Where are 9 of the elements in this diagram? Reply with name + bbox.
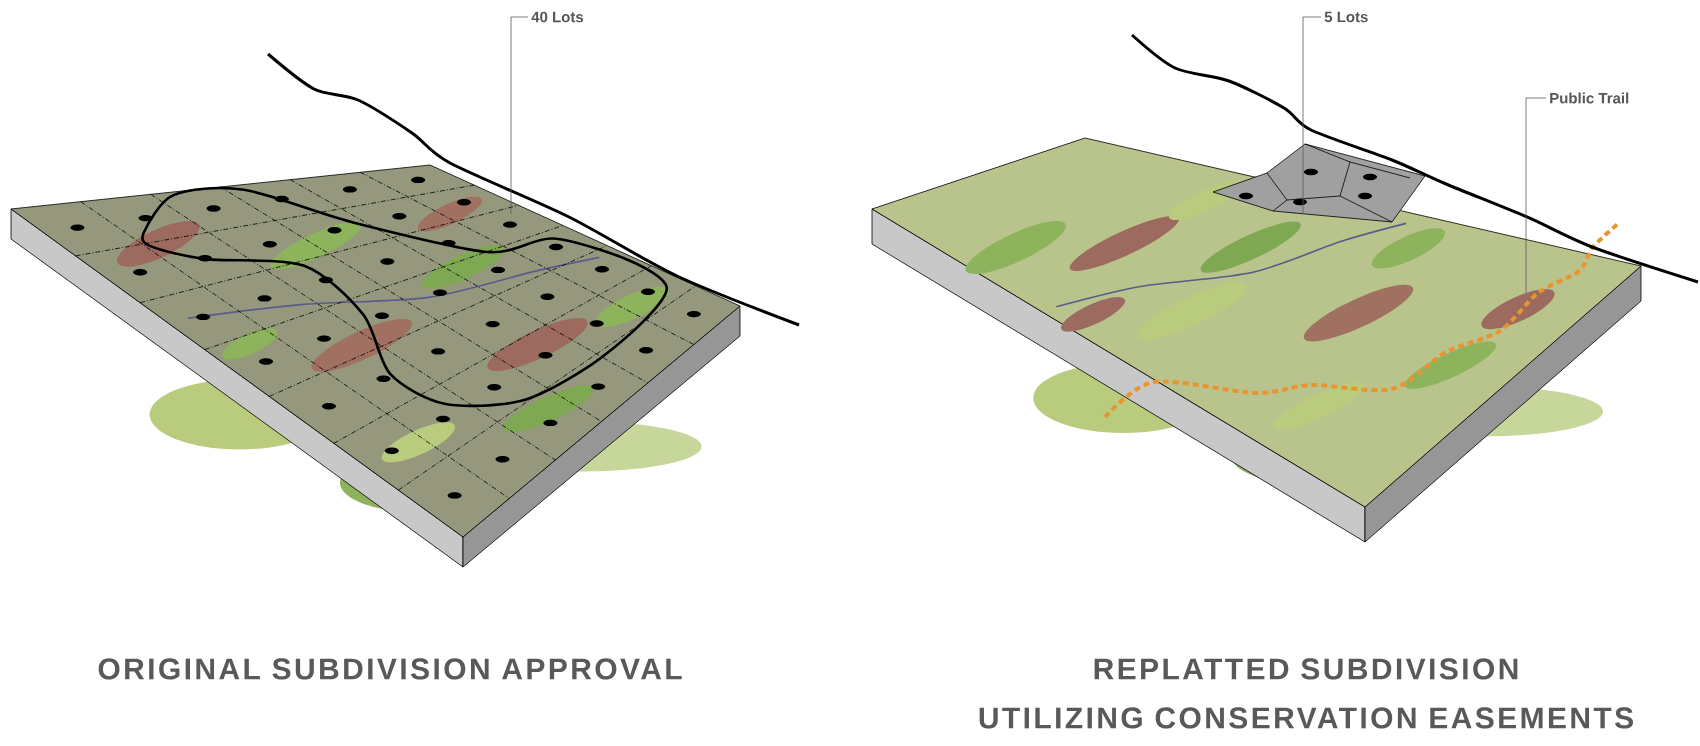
- callout-label: Public Trail: [1550, 92, 1629, 104]
- leader-line: [1302, 16, 1322, 215]
- callout-label: 5 Lots: [1324, 11, 1368, 23]
- caption-text: REPLATTED SUBDIVISION: [1094, 658, 1518, 680]
- caption-text: ORIGINAL SUBDIVISION APPROVAL: [98, 658, 682, 680]
- leader-line: [1525, 97, 1547, 294]
- callout-label: 40 Lots: [531, 11, 584, 23]
- caption-text: UTILIZING CONSERVATION EASEMENTS: [979, 707, 1633, 729]
- leader-line: [510, 16, 529, 215]
